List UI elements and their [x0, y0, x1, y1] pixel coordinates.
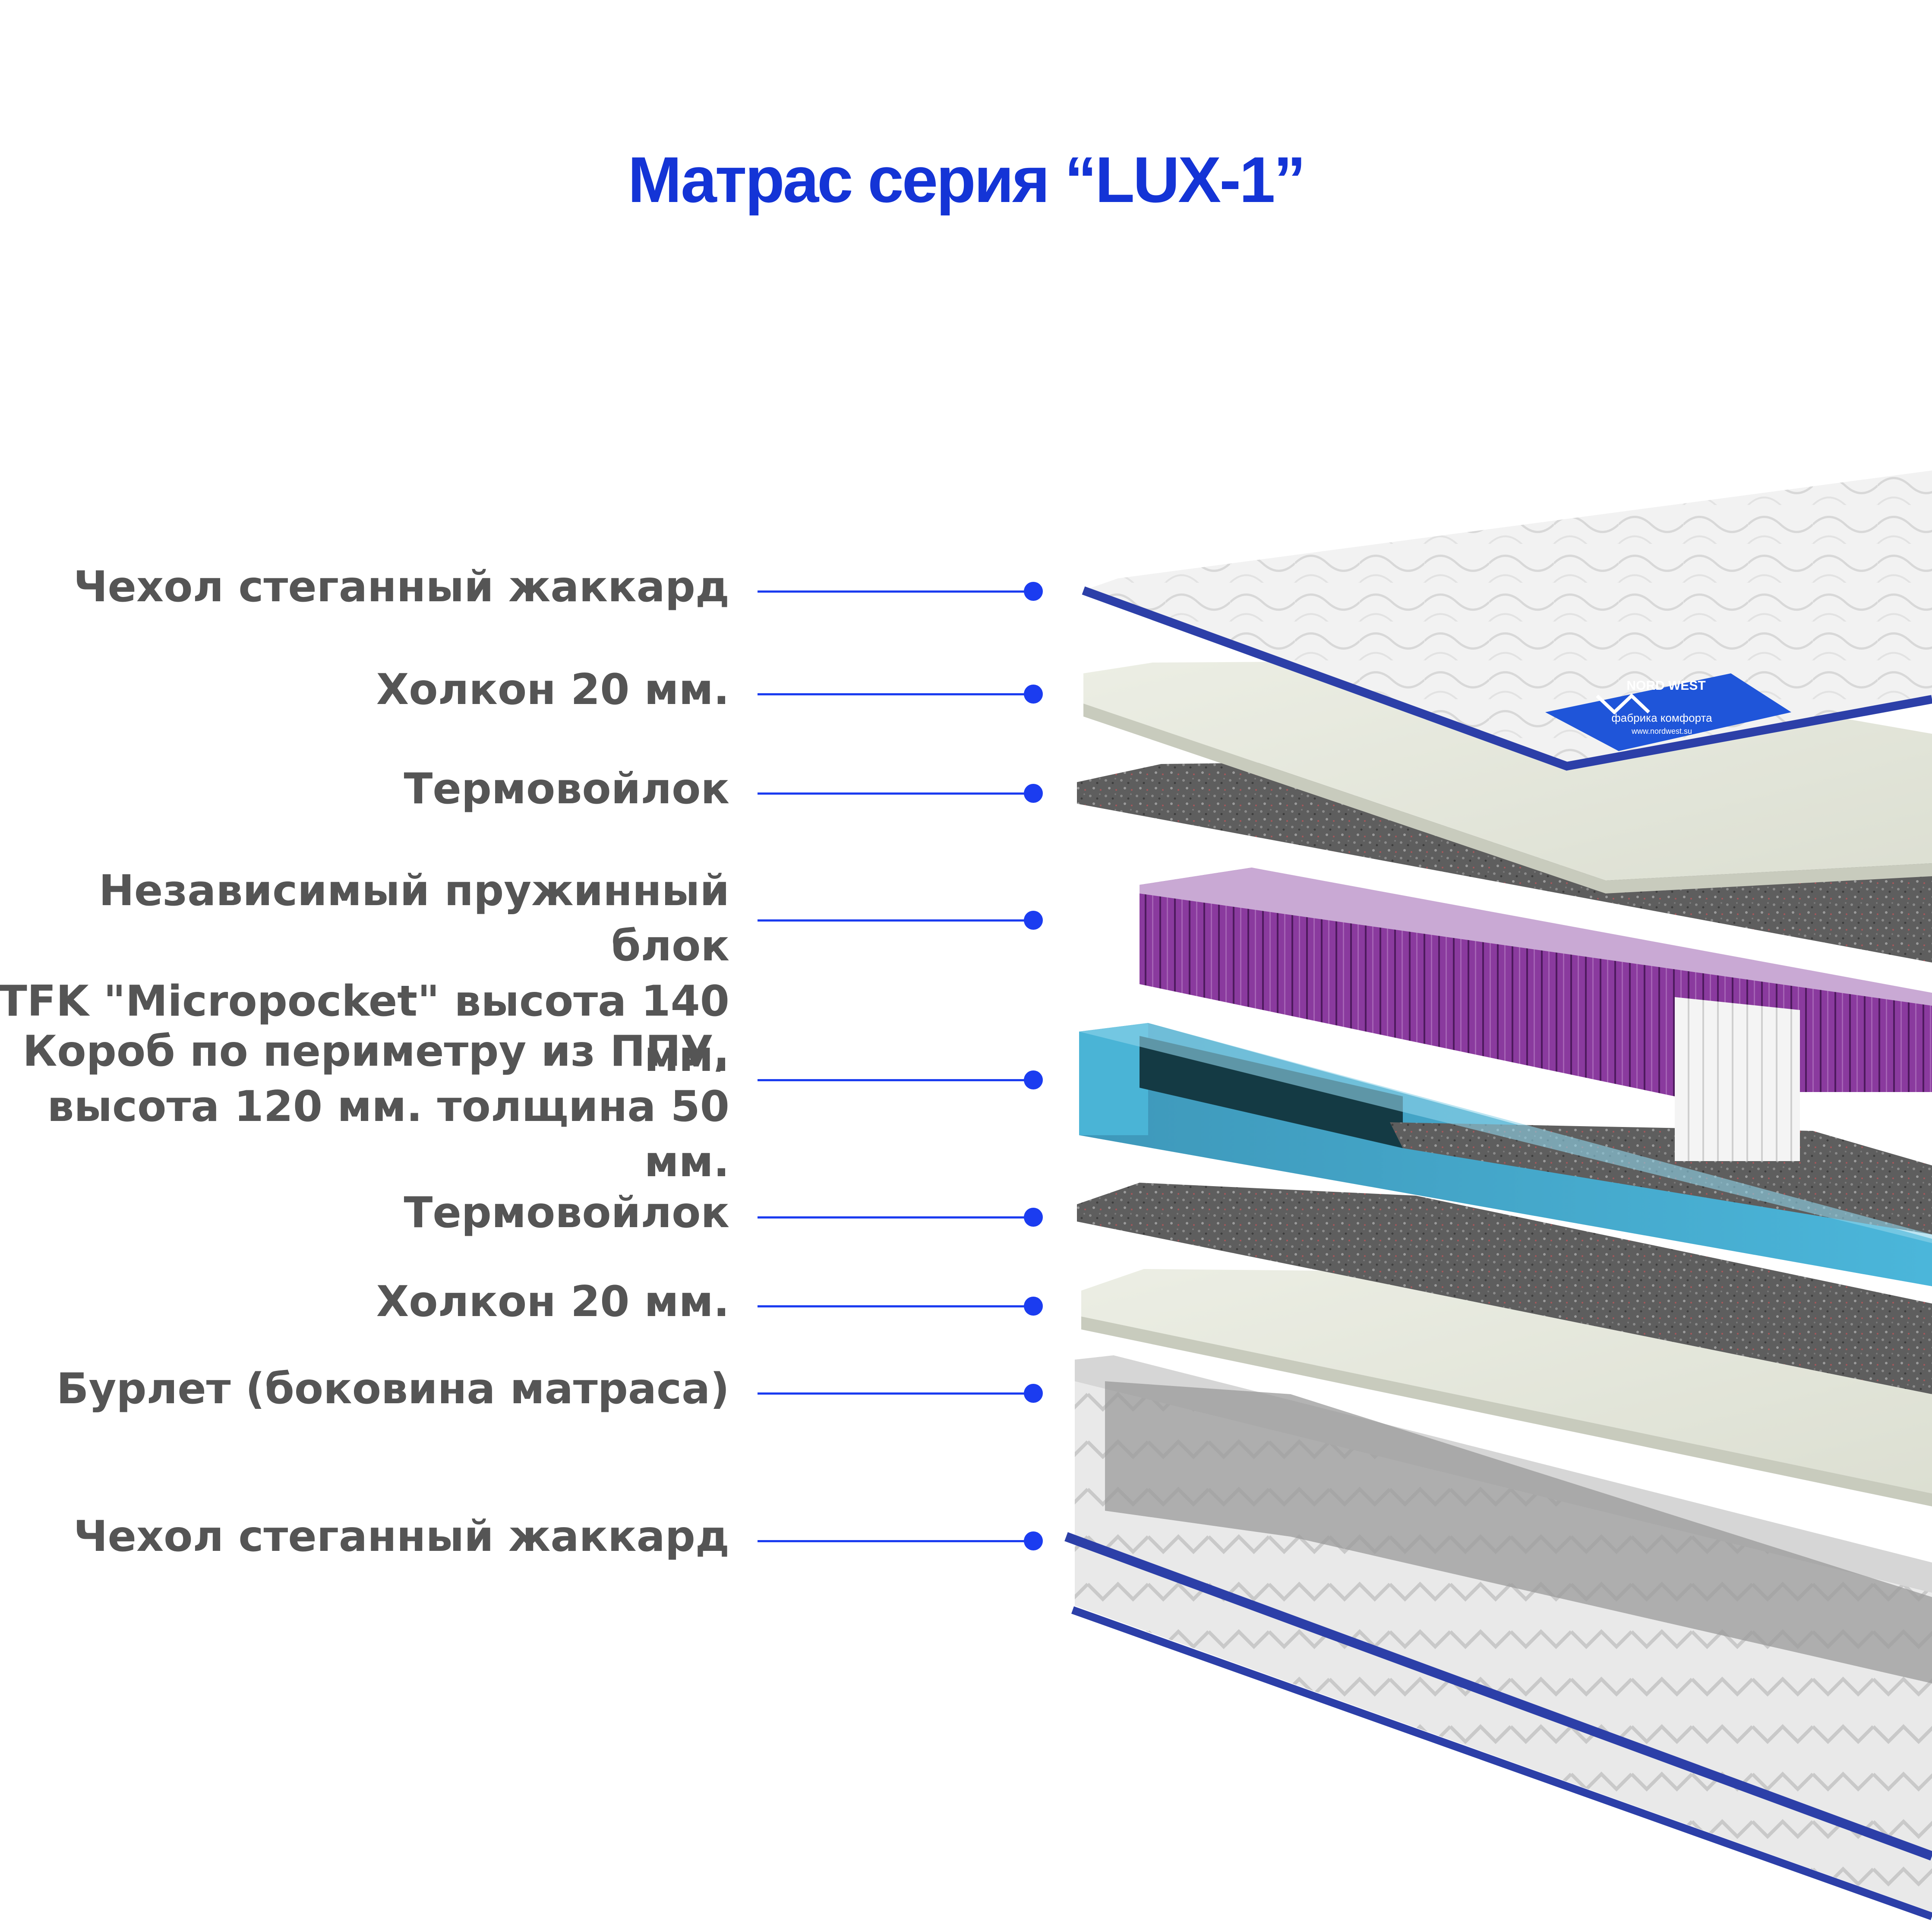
label-line: Термовойлок: [404, 764, 729, 814]
leader-dot: [1024, 911, 1043, 930]
leader-line: [758, 1540, 1033, 1542]
foam-box: [1079, 1023, 1932, 1286]
leader-line: [758, 590, 1033, 593]
label-line: Короб по периметру из ППУ,: [22, 1027, 729, 1076]
label-line: высота 120 мм. толщина 50 мм.: [47, 1082, 729, 1187]
spring-block: [1140, 868, 1932, 1161]
brand-logo-icon: [1596, 693, 1650, 715]
brand-name: NORD WEST: [1626, 679, 1705, 693]
label-foam-box: Короб по периметру из ППУ, высота 120 мм…: [0, 1024, 729, 1190]
leader-dot: [1024, 1297, 1043, 1316]
leader-line: [758, 919, 1033, 922]
label-holkon-bottom: Холкон 20 мм.: [0, 1274, 729, 1329]
leader-dot: [1024, 784, 1043, 803]
leader-line: [758, 1216, 1033, 1219]
label-felt-bottom: Термовойлок: [0, 1185, 729, 1241]
leader-dot: [1024, 1531, 1043, 1550]
brand-site: www.nordwest.su: [1631, 727, 1692, 736]
leader-line: [758, 1392, 1033, 1395]
leader-dot: [1024, 582, 1043, 601]
label-cover-bottom: Чехол стеганный жаккард: [0, 1509, 729, 1564]
label-line: Чехол стеганный жаккард: [73, 562, 729, 612]
label-line: Независимый пружинный блок: [98, 866, 729, 971]
label-felt-top: Термовойлок: [0, 761, 729, 817]
leader-dot: [1024, 1208, 1043, 1227]
label-spring-block: Независимый пружинный блок TFK "Micropoc…: [0, 863, 729, 1084]
label-cover-top: Чехол стеганный жаккард: [0, 559, 729, 615]
top-cover: NORD WEST фабрика комфорта www.nordwest.…: [1082, 470, 1932, 771]
brand-tag: [1545, 673, 1791, 751]
leader-line: [758, 1079, 1033, 1081]
label-holkon-top: Холкон 20 мм.: [0, 662, 729, 717]
label-line: Бурлет (боковина матраса): [56, 1364, 729, 1414]
leader-line: [758, 792, 1033, 795]
label-line: Чехол стеганный жаккард: [73, 1512, 729, 1561]
label-line: TFK "Micropocket" высота 140 мм.: [0, 977, 729, 1081]
leader-dot: [1024, 1070, 1043, 1089]
label-line: Термовойлок: [404, 1188, 729, 1237]
felt-bottom: [1077, 1183, 1932, 1394]
label-burlet: Бурлет (боковина матраса): [0, 1361, 729, 1417]
leader-dot: [1024, 685, 1043, 704]
leader-line: [758, 1305, 1033, 1307]
bottom-cover: [1064, 1355, 1932, 1920]
label-line: Холкон 20 мм.: [376, 665, 729, 714]
label-line: Холкон 20 мм.: [376, 1277, 729, 1326]
leader-dot: [1024, 1384, 1043, 1403]
leader-line: [758, 693, 1033, 695]
page-title: Матрас серия “LUX-1”: [628, 143, 1306, 216]
brand-tagline: фабрика комфорта: [1611, 711, 1712, 724]
